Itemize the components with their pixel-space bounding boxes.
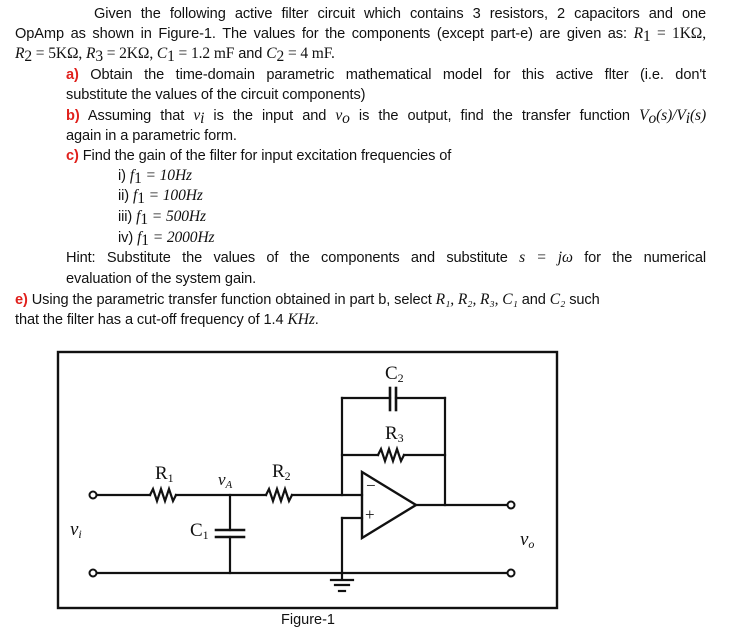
label-r2: R2 [272, 461, 291, 483]
input-terminal-top [88, 490, 98, 500]
output-terminal-bottom [506, 568, 516, 578]
resistor-r1 [148, 485, 178, 505]
part-a-line-2: substitute the values of the circuit com… [66, 87, 366, 103]
part-b-line-1: b) Assuming that vi is the input and vo … [66, 107, 707, 127]
opamp-noninverting-sign: + [365, 505, 375, 524]
resistor-r2 [264, 485, 294, 505]
resistor-r3 [376, 445, 406, 465]
freq-item-2: ii) f1 = 100Hz [118, 187, 203, 207]
label-vo: vo [520, 529, 535, 551]
label-c2: C2 [385, 363, 404, 385]
part-b-label: b) [66, 108, 80, 124]
intro-line-2: OpAmp as shown in Figure-1. The values f… [15, 25, 706, 45]
freq-item-3: iii) f1 = 500Hz [118, 208, 206, 228]
label-c1: C1 [190, 520, 209, 542]
label-r1: R1 [155, 463, 174, 485]
input-terminal-bottom [88, 568, 98, 578]
freq-item-4: iv) f1 = 2000Hz [118, 229, 215, 249]
hint-line-1: Hint: Substitute the values of the compo… [66, 249, 706, 266]
part-e-label: e) [15, 292, 28, 308]
intro-line-1: Given the following active filter circui… [94, 6, 706, 22]
part-c-line-1: c) Find the gain of the filter for input… [66, 148, 452, 164]
label-r3: R3 [385, 423, 404, 445]
opamp-triangle [360, 469, 419, 541]
label-vi: vi [70, 519, 82, 541]
freq-item-1: i) f1 = 10Hz [118, 167, 192, 187]
part-a-label: a) [66, 67, 79, 83]
hint-line-2: evaluation of the system gain. [66, 271, 257, 287]
part-b-line-2: again in a parametric form. [66, 128, 237, 144]
component-values: R2 = 5KΩ, R3 = 2KΩ, C1 = 1.2 mF and C2 =… [15, 45, 335, 65]
part-c-label: c) [66, 148, 79, 164]
part-e-line-2: that the filter has a cut-off frequency … [15, 311, 319, 328]
part-e-line-1: e) Using the parametric transfer functio… [15, 291, 600, 308]
opamp-inverting-sign: − [366, 476, 376, 495]
figure-caption: Figure-1 [281, 612, 335, 628]
label-va: vA [218, 470, 233, 491]
output-terminal-top [506, 500, 516, 510]
figure-frame [56, 350, 559, 610]
part-a-line-1: a) Obtain the time-domain parametric mat… [66, 67, 706, 83]
